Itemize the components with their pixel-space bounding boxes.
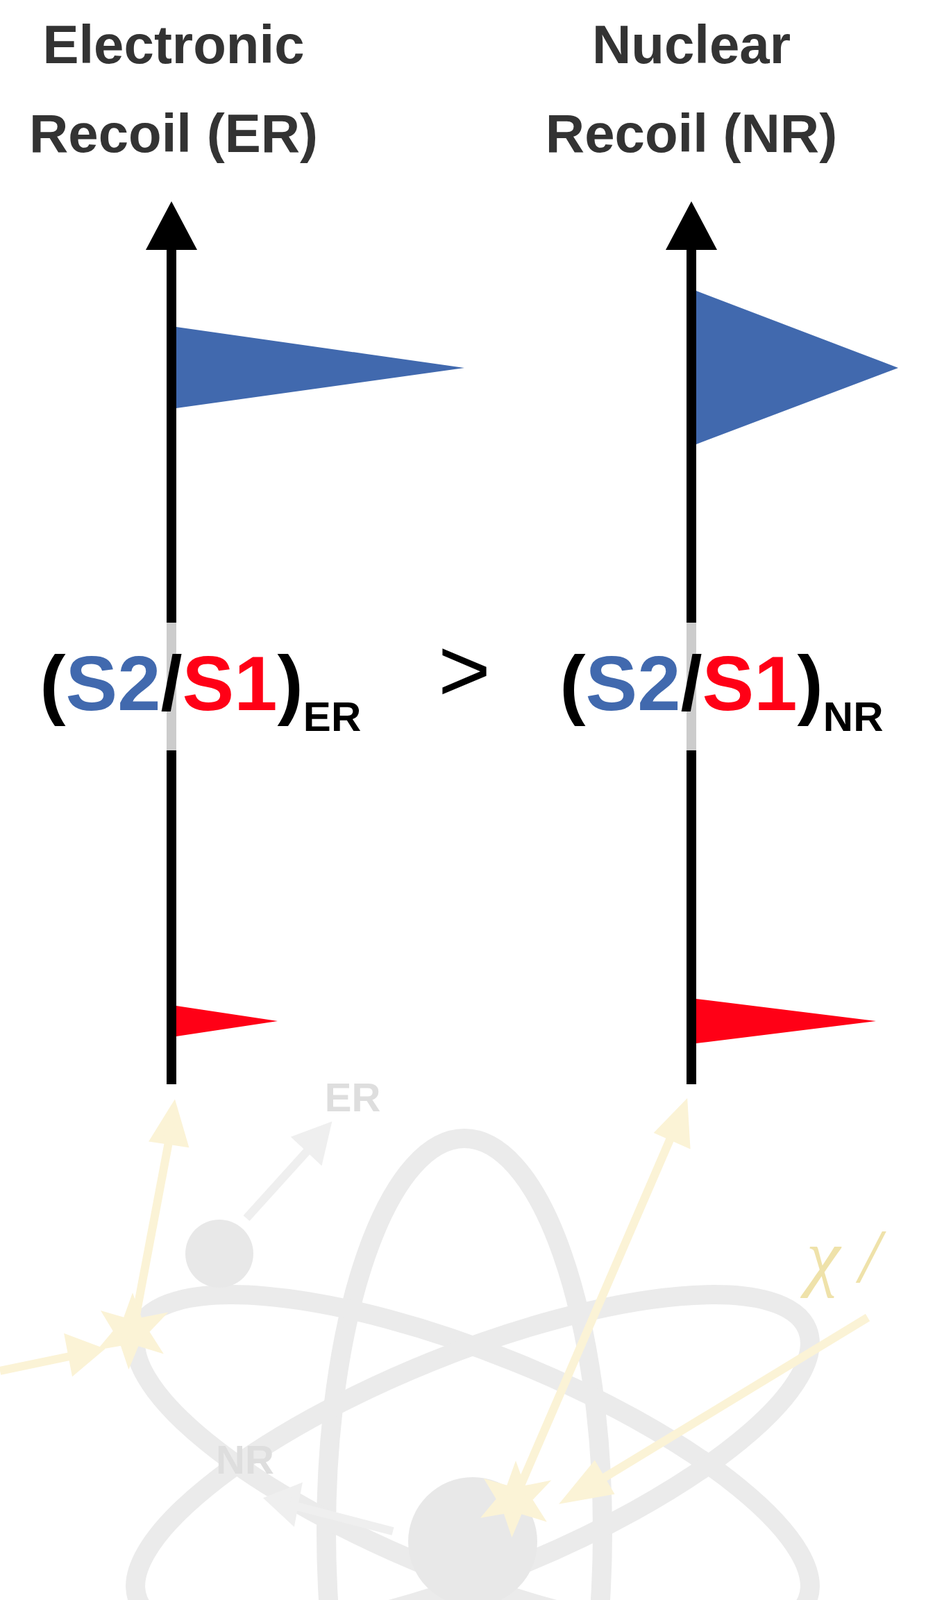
electron [185, 1219, 254, 1288]
faded-label: ER [324, 1077, 382, 1118]
column-title: Electronic Recoil (ER) [0, 0, 348, 178]
bracket: ) [277, 644, 304, 723]
signal-name: S1 [182, 644, 278, 723]
bracket: / [680, 644, 702, 723]
ratio-expression: (S2/S1)ER [39, 644, 361, 723]
bracket: ) [797, 644, 824, 723]
bracket: ( [39, 644, 66, 723]
faded-label: NR [215, 1439, 275, 1480]
particle-arrows [0, 1107, 868, 1526]
comparison-sign: > [438, 624, 491, 715]
s2-flag [696, 290, 899, 445]
subscript: NR [823, 696, 884, 738]
s2-flag [176, 326, 465, 409]
atom-illustration [96, 1138, 849, 1600]
ratio-expression: (S2/S1)NR [559, 644, 883, 723]
signal-name: S1 [702, 644, 798, 723]
signal-name: S2 [65, 644, 161, 723]
s1-flag [696, 998, 877, 1044]
column-title: Nuclear Recoil (NR) [517, 0, 865, 178]
subscript: ER [303, 696, 361, 738]
s1-flag [176, 1005, 278, 1037]
signal-name: S2 [585, 644, 681, 723]
faded-label: χ / [806, 1218, 881, 1295]
bracket: / [160, 644, 182, 723]
bracket: ( [559, 644, 586, 723]
